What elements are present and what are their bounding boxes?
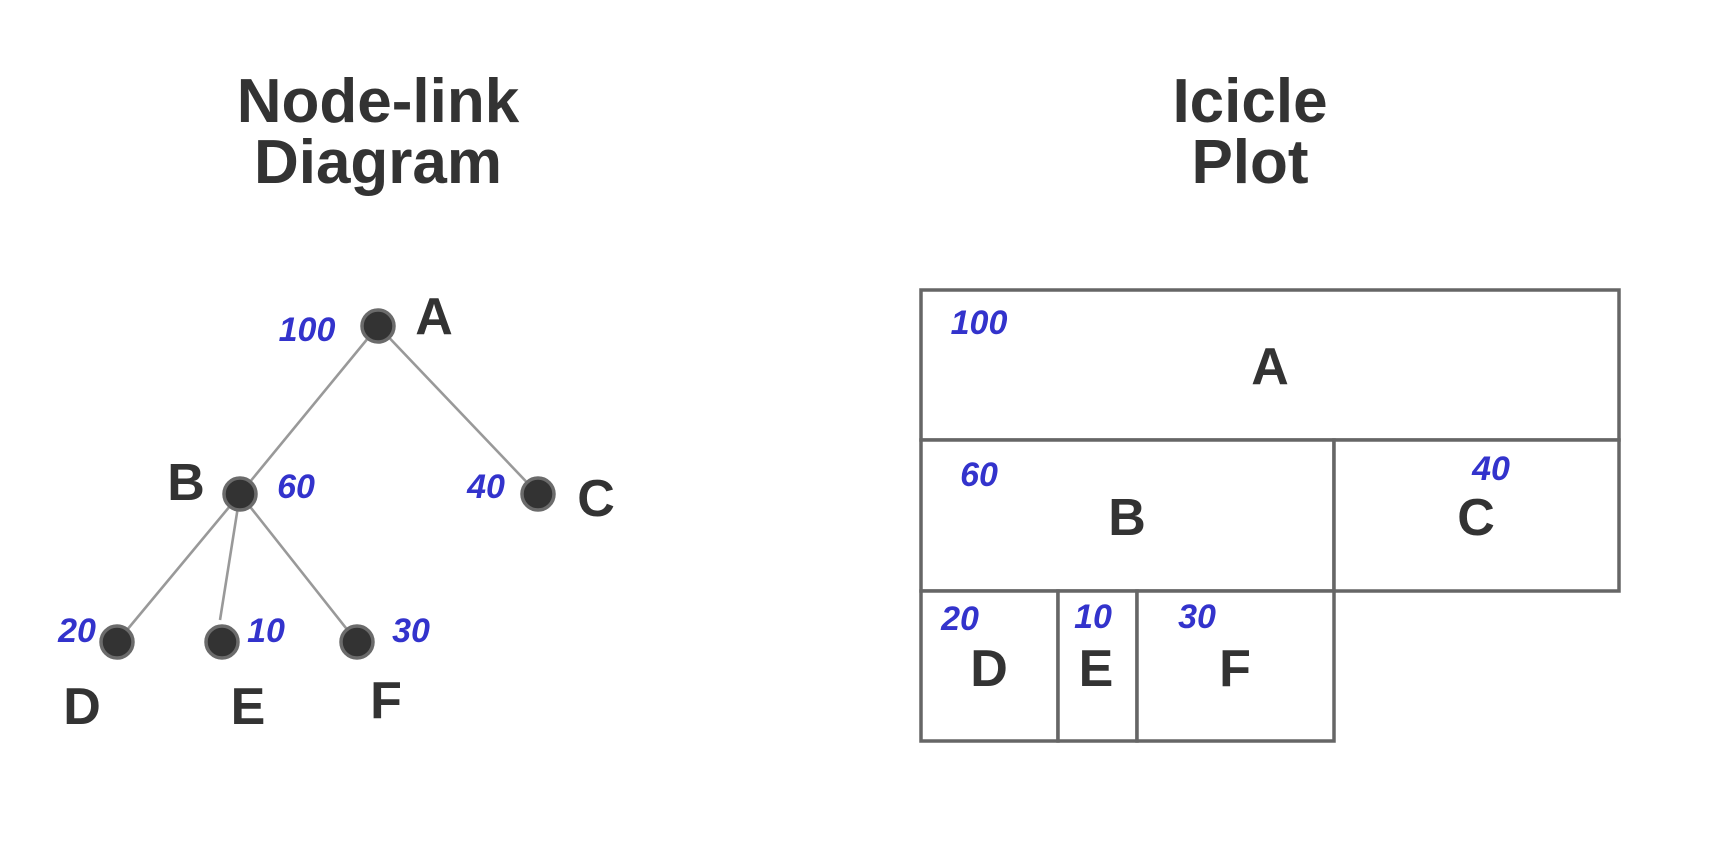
icicle-title-line-1: Icicle <box>1172 67 1327 136</box>
node-a-value: 100 <box>279 311 336 349</box>
icicle-label-a: A <box>1251 338 1289 396</box>
icicle-cell-b <box>919 438 1336 593</box>
node-d-dot <box>99 624 135 660</box>
node-e-value: 10 <box>247 612 285 650</box>
node-link-title-line-2: Diagram <box>254 128 502 197</box>
node-f-label: F <box>370 672 402 730</box>
icicle-cell-c <box>1332 438 1621 593</box>
icicle-panel: Icicle Plot A B C D E F 100 60 40 20 10 … <box>919 67 1621 743</box>
edge-a-b <box>238 325 380 495</box>
icicle-cell-f <box>1135 589 1336 743</box>
node-c-value: 40 <box>466 468 505 506</box>
node-b-value: 60 <box>277 468 315 506</box>
icicle-title-line-2: Plot <box>1191 128 1308 197</box>
icicle-cell-e <box>1056 589 1139 743</box>
icicle-value-b: 60 <box>960 456 998 494</box>
node-d-value: 20 <box>57 612 96 650</box>
icicle-label-c: C <box>1457 489 1495 547</box>
icicle-value-d: 20 <box>940 600 979 638</box>
icicle-value-f: 30 <box>1178 598 1216 636</box>
node-d-label: D <box>63 678 101 736</box>
node-a-label: A <box>415 288 453 346</box>
node-e-label: E <box>231 678 266 736</box>
icicle-label-e: E <box>1079 640 1114 698</box>
node-link-title-line-1: Node-link <box>237 67 520 136</box>
icicle-value-e: 10 <box>1074 598 1112 636</box>
icicle-label-f: F <box>1219 640 1251 698</box>
edge-b-e <box>218 493 242 621</box>
node-c-dot <box>520 476 556 512</box>
node-b-label: B <box>167 454 205 512</box>
node-a-dot <box>360 308 396 344</box>
node-f-value: 30 <box>392 612 430 650</box>
icicle-value-c: 40 <box>1471 450 1510 488</box>
node-f-dot <box>339 624 375 660</box>
icicle-cell-a <box>919 288 1621 442</box>
icicle-label-d: D <box>970 640 1008 698</box>
icicle-label-b: B <box>1108 489 1146 547</box>
edge-b-f <box>238 493 359 643</box>
node-e-dot <box>204 624 240 660</box>
node-b-dot <box>222 476 258 512</box>
icicle-value-a: 100 <box>951 304 1008 342</box>
icicle-cell-d <box>919 589 1060 743</box>
node-c-label: C <box>577 470 615 528</box>
edge-a-c <box>377 325 539 495</box>
node-link-panel: Node-link Diagram A B C D E F 100 60 40 … <box>57 67 615 736</box>
edge-b-d <box>116 493 241 643</box>
